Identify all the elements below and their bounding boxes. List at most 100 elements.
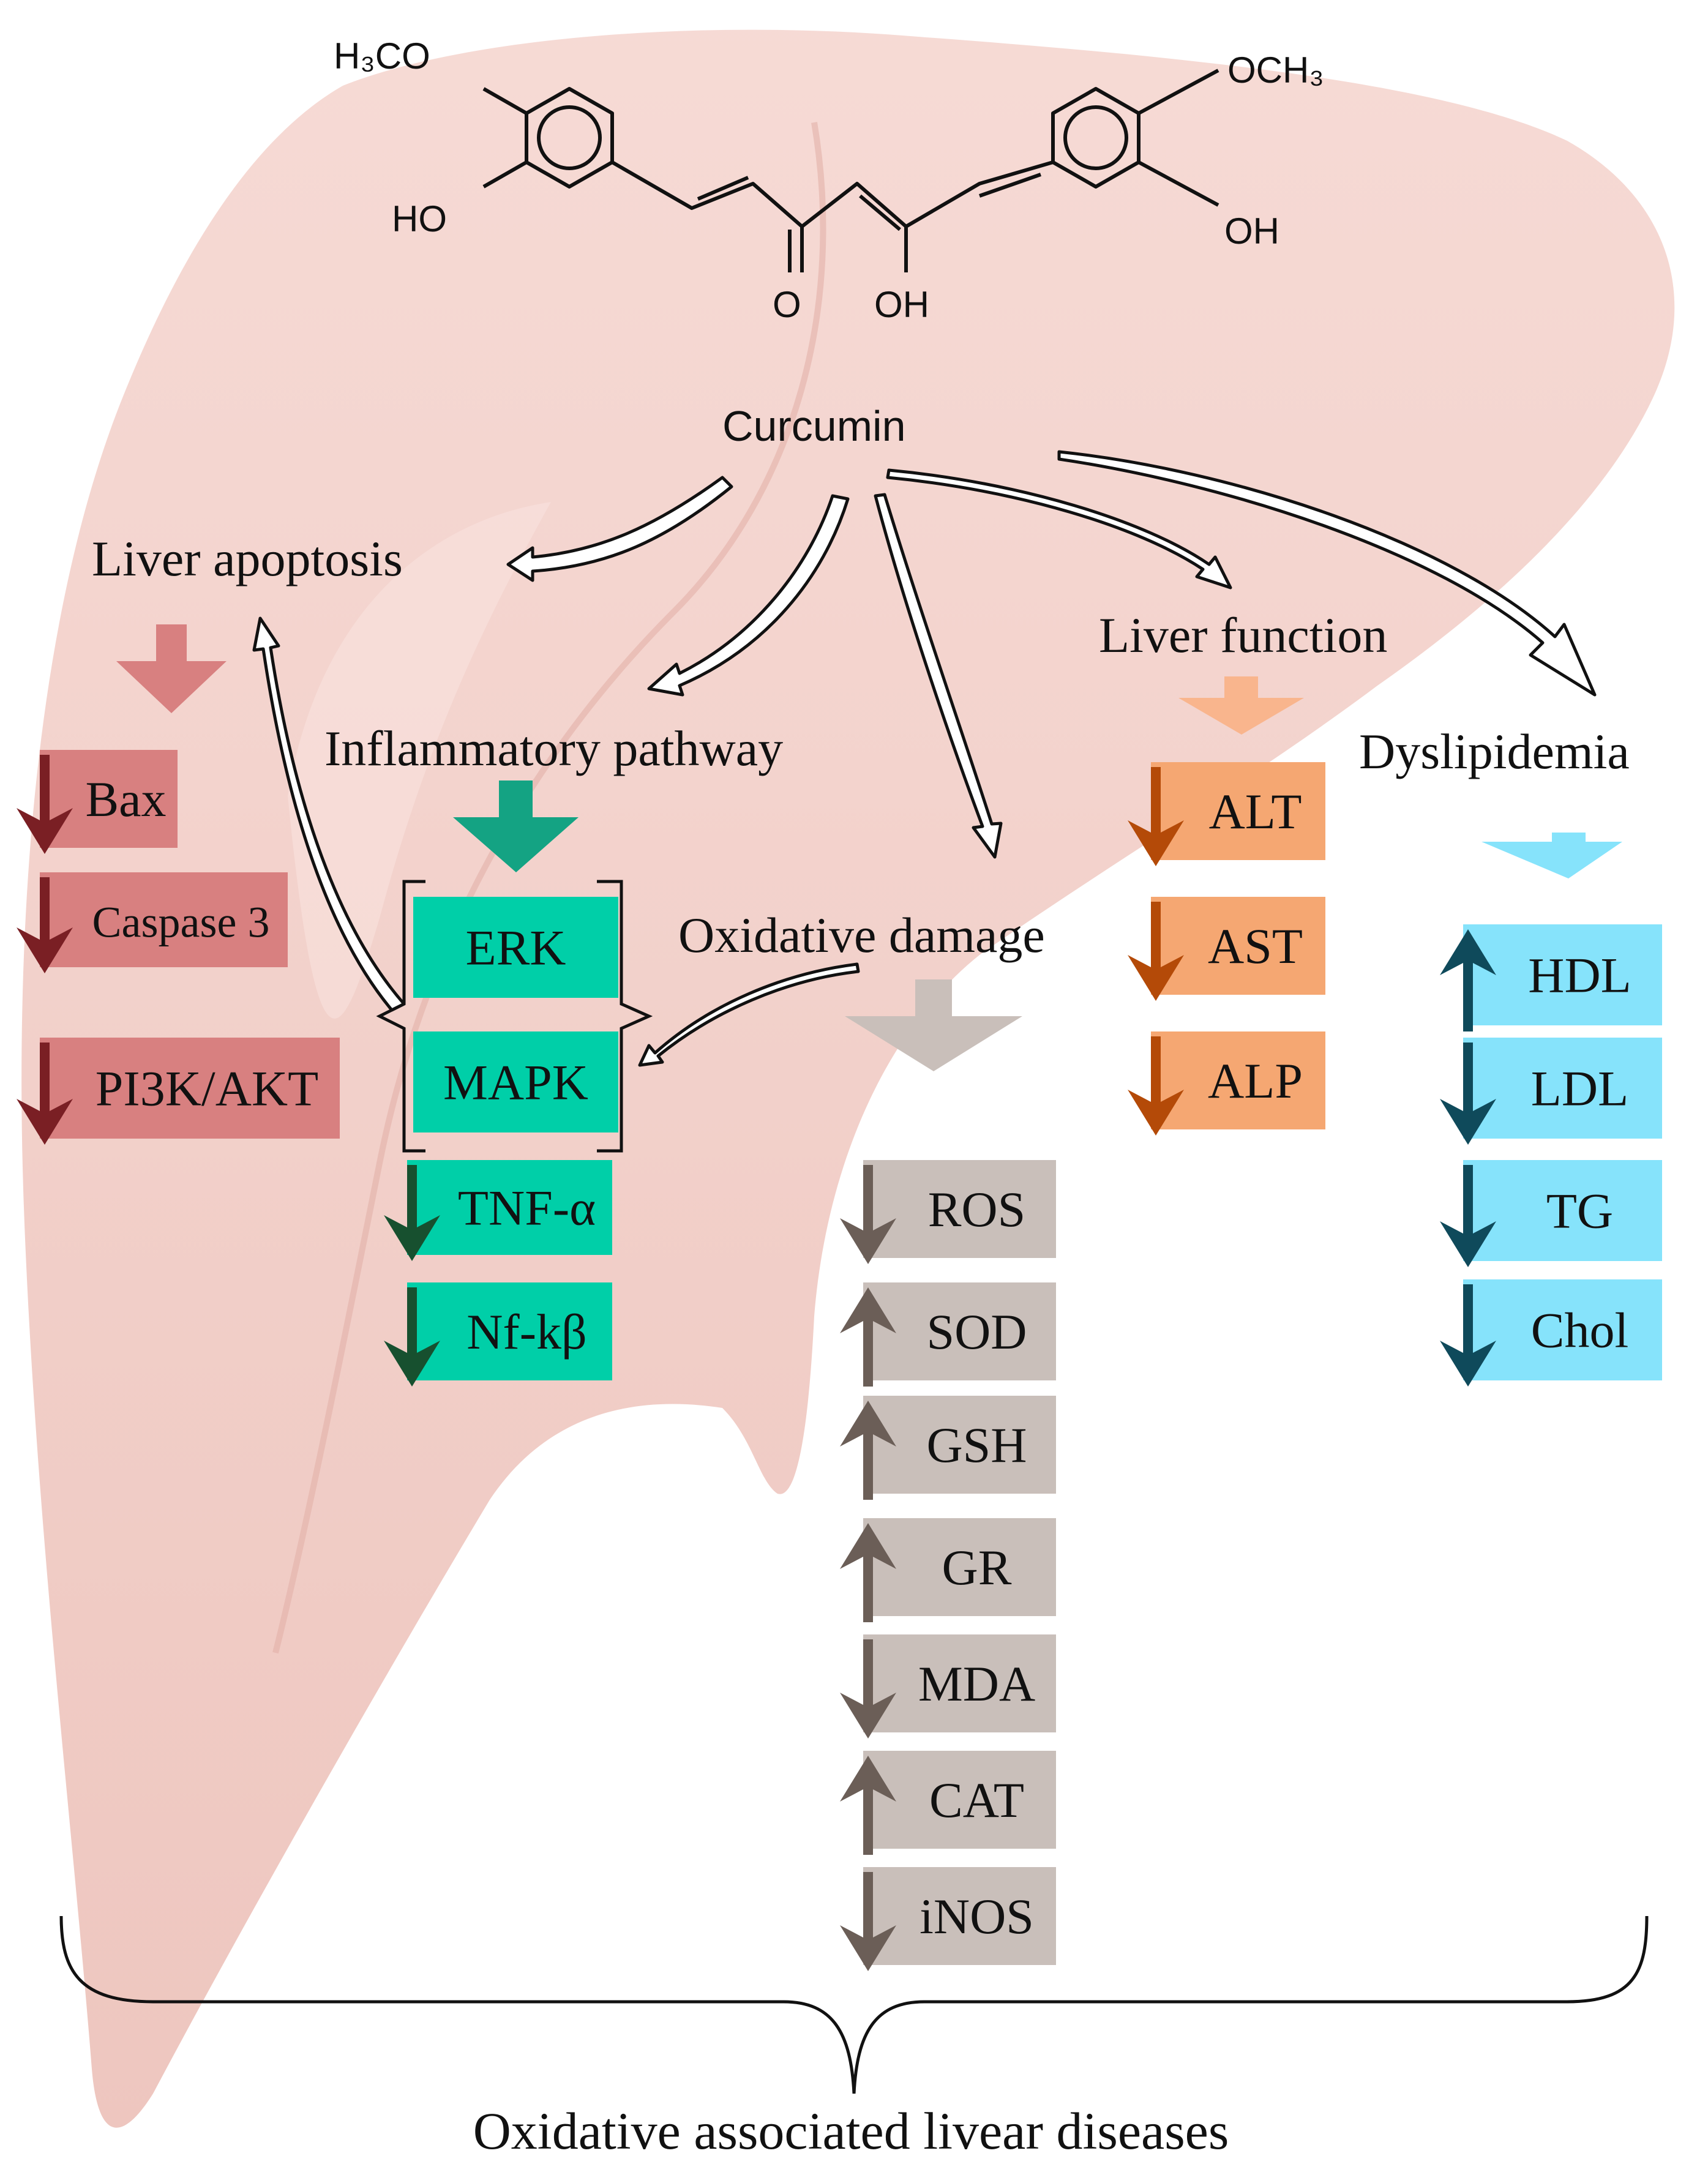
right-hydroxyl-bond [1137, 160, 1219, 207]
item-2-1: SOD [840, 1282, 1056, 1387]
erk-mapk-bracket [376, 880, 653, 1153]
inflammatory-chevron-arrow [453, 781, 579, 872]
left-ring-aromatic [537, 105, 602, 170]
bracket-right [597, 880, 653, 1153]
up-arrow-icon [840, 1523, 896, 1622]
item-box [1463, 1038, 1662, 1139]
up-arrow-icon [1440, 929, 1496, 1031]
down-arrow-icon [17, 1043, 73, 1145]
item-label: Chol [1531, 1303, 1628, 1358]
item-1-0: TNF-α [384, 1160, 612, 1261]
group-title-liver-apoptosis: Liver apoptosis [92, 531, 403, 586]
item-box [407, 1282, 612, 1380]
left-hydroxyl-label: HO [392, 198, 447, 239]
item-label: TG [1546, 1183, 1613, 1239]
double-bond-1 [697, 176, 749, 201]
double-bond-3 [979, 173, 1041, 198]
item-label: ROS [928, 1181, 1026, 1237]
item-2-3: GR [840, 1518, 1056, 1622]
item-box [40, 1038, 340, 1139]
item-label: Bax [85, 771, 166, 827]
item-2-2: GSH [840, 1396, 1056, 1500]
right-ring-aromatic [1063, 105, 1128, 170]
item-0-1: Caspase 3 [17, 872, 288, 973]
heptadienone-chain [611, 160, 1054, 228]
oxidative-chevron-arrow [845, 979, 1022, 1071]
arrow-to-oxidative [874, 493, 1003, 859]
item-label: AST [1208, 918, 1303, 974]
arrow-to-inflammatory [647, 494, 850, 697]
arrow-bracket-to-apoptosis [252, 616, 406, 1012]
down-arrow-icon [1128, 767, 1184, 866]
liver-function-chevron-arrow [1178, 676, 1304, 735]
arrow-oxidative-to-bracket [638, 962, 860, 1067]
liver-highlight [288, 502, 551, 1019]
down-arrow-icon [384, 1165, 440, 1261]
double-bond-2 [859, 194, 901, 231]
item-3-1: AST [1128, 897, 1325, 1001]
up-arrow-icon [840, 1287, 896, 1387]
item-box [40, 872, 288, 967]
item-box [863, 1751, 1056, 1849]
item-box [863, 1160, 1056, 1258]
item-box [1151, 1031, 1325, 1129]
bracketed-item-1: MAPK [413, 1031, 618, 1132]
down-arrow-icon [17, 877, 73, 973]
arrow-to-liver-apoptosis [506, 476, 733, 582]
item-label: iNOS [920, 1889, 1034, 1944]
down-arrow-icon [840, 1639, 896, 1739]
item-label: Nf-kβ [466, 1304, 587, 1360]
item-label: ALP [1208, 1053, 1303, 1109]
item-label: ERK [466, 920, 566, 976]
group-title-liver-function: Liver function [1099, 607, 1387, 663]
item-label: ALT [1209, 784, 1302, 839]
group-title-dyslipidemia: Dyslipidemia [1359, 724, 1630, 779]
item-label: SOD [926, 1304, 1027, 1360]
item-2-5: CAT [840, 1751, 1056, 1855]
item-box [863, 1518, 1056, 1616]
item-box [413, 1031, 618, 1132]
item-4-3: Chol [1440, 1279, 1662, 1387]
item-label: GSH [926, 1417, 1027, 1473]
keto-oxygen-label: O [773, 284, 801, 325]
bottom-brace [59, 1915, 1649, 2094]
item-label: HDL [1528, 948, 1631, 1003]
item-box [863, 1282, 1056, 1380]
item-label: GR [942, 1540, 1012, 1595]
item-box [1463, 1279, 1662, 1380]
down-arrow-icon [840, 1872, 896, 1971]
up-arrow-icon [840, 1401, 896, 1500]
item-1-1: Nf-kβ [384, 1282, 612, 1387]
arrow-to-dyslipidemia [1057, 450, 1597, 697]
item-4-2: TG [1440, 1160, 1662, 1267]
down-arrow-icon [384, 1287, 440, 1387]
down-arrow-icon [1128, 902, 1184, 1001]
curcumin-structure [482, 69, 1219, 272]
item-box [1151, 762, 1325, 860]
item-box [407, 1160, 612, 1255]
enol-hydroxyl-label: OH [874, 284, 929, 325]
item-2-6: iNOS [840, 1867, 1056, 1971]
item-label: MDA [918, 1656, 1035, 1712]
down-arrow-icon [1440, 1284, 1496, 1387]
right-methoxy-bond [1137, 69, 1219, 115]
item-3-2: ALP [1128, 1031, 1325, 1136]
apoptosis-chevron-arrow [116, 624, 227, 713]
up-arrow-icon [840, 1756, 896, 1855]
item-box [1151, 897, 1325, 995]
bracketed-item-0: ERK [413, 897, 618, 998]
right-methoxy-label: OCH₃ [1227, 50, 1324, 91]
item-label: LDL [1531, 1061, 1628, 1117]
group-title-oxidative-damage: Oxidative damage [678, 907, 1045, 963]
arrow-to-liver-function [886, 468, 1232, 590]
item-2-0: ROS [840, 1160, 1056, 1264]
down-arrow-icon [840, 1165, 896, 1264]
bracket-left [376, 880, 425, 1153]
dyslipidemia-chevron-arrow [1481, 833, 1622, 878]
left-hydroxyl-bond [482, 160, 528, 189]
right-hydroxyl-label: OH [1224, 211, 1279, 252]
item-label: TNF-α [458, 1180, 596, 1236]
item-4-0: HDL [1440, 924, 1662, 1031]
